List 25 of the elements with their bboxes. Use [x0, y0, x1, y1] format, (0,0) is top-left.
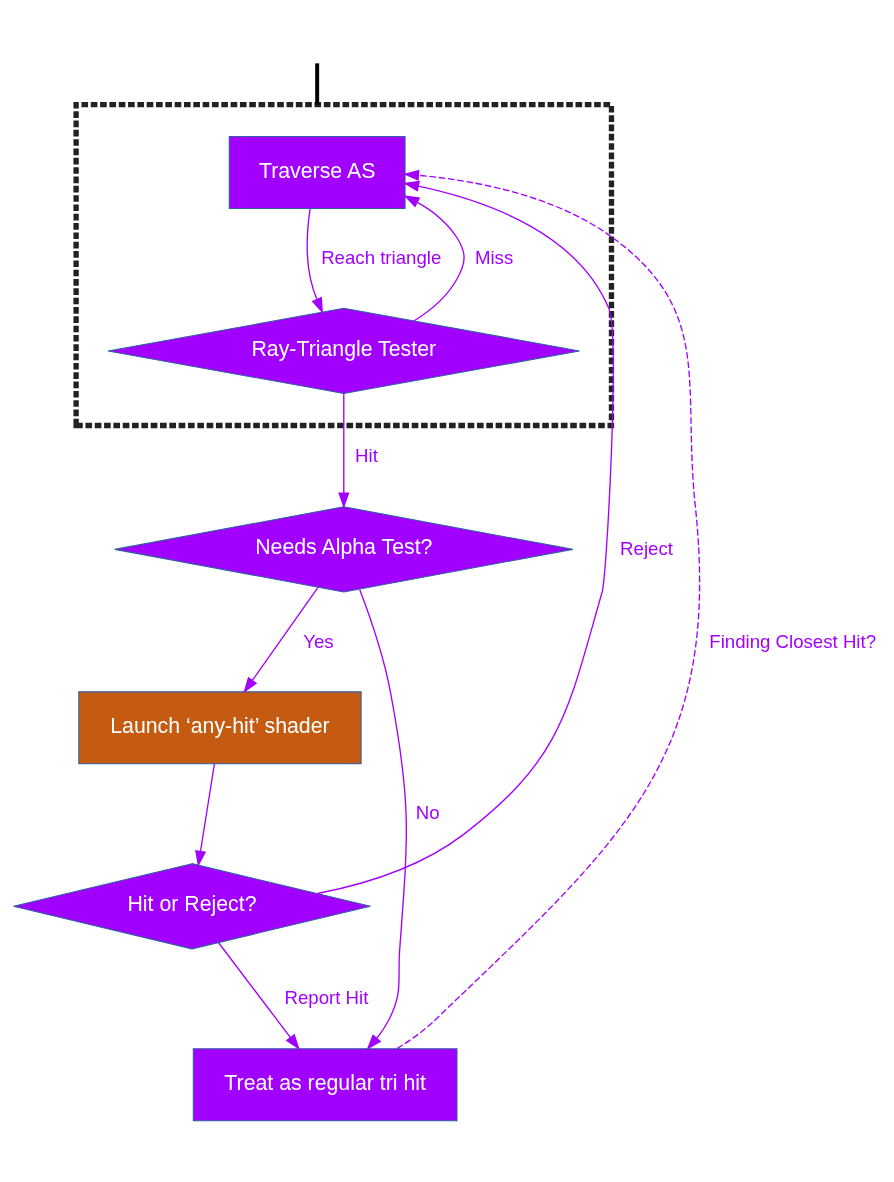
arrow — [316, 180, 614, 894]
cluster — [73, 101, 615, 428]
node-box: Traverse AS — [228, 135, 406, 209]
connector — [315, 62, 320, 105]
edge-label: Hit — [355, 444, 378, 466]
arrow — [403, 194, 465, 322]
arrow — [306, 207, 324, 314]
arrow — [217, 941, 300, 1050]
edge-label: Report Hit — [284, 986, 369, 1008]
node-diamond: Needs Alpha Test? — [114, 505, 574, 593]
arrow — [338, 392, 350, 509]
edge-label: Finding Closest Hit? — [709, 630, 877, 652]
arrow — [359, 588, 407, 1050]
edge-label: Reach triangle — [321, 246, 442, 268]
node-diamond: Ray-Triangle Tester — [107, 307, 581, 394]
edge-label: Yes — [303, 630, 334, 652]
edge-label: Reject — [620, 537, 673, 559]
node-box: Treat as regular tri hit — [192, 1047, 458, 1121]
edge-label: No — [415, 801, 440, 823]
arrow — [396, 169, 701, 1049]
arrow — [195, 762, 216, 867]
edge-label: Miss — [474, 246, 514, 268]
node-diamond: Hit or Reject? — [13, 862, 371, 949]
node-box: Launch ‘any-hit’ shader — [78, 690, 362, 764]
arrow — [243, 586, 319, 693]
